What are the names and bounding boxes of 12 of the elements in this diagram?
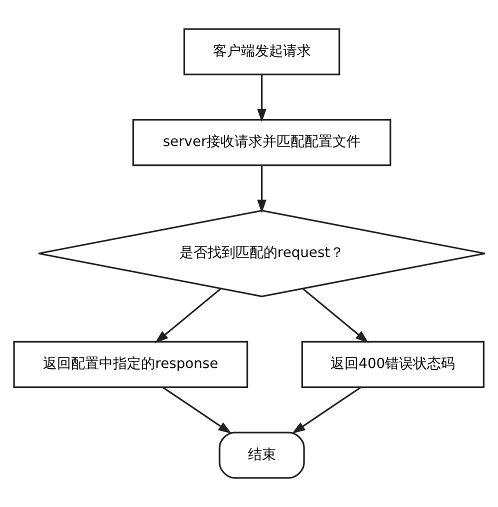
node-box: 返回配置中指定的response [12,340,248,388]
node-box: 返回400错误状态码 [300,340,484,388]
arrow [256,74,266,122]
node-box: 结束 [218,432,304,479]
arrow [154,288,221,344]
arrow [291,386,361,434]
node-diamond: 是否找到匹配的request？ [37,210,486,298]
arrow [256,166,266,214]
node-box: 客户端发起请求 [182,28,340,76]
arrow [162,386,232,434]
node-box: server接收请求并匹配配置文件 [132,119,391,166]
arrow [302,288,368,344]
